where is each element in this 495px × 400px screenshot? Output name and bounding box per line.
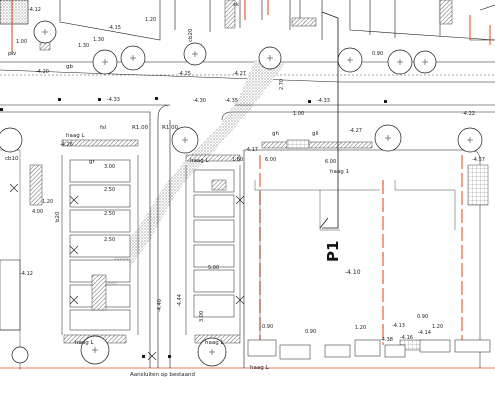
dimension: 1.20 (145, 17, 157, 23)
dimension: 3.00 (104, 164, 116, 170)
radius-label: R1.00 (162, 125, 179, 131)
dimension: 1.00 (293, 111, 305, 117)
level-markers (0, 97, 387, 358)
lamp-markers (9, 183, 245, 361)
dimension: 4.00 (32, 209, 44, 215)
level: -4.14 (418, 330, 431, 336)
level: -4.20 (36, 69, 49, 75)
dimension: 2.50 (104, 237, 116, 243)
level: -4.15 (108, 25, 121, 31)
dimension: 2.50 (104, 187, 116, 193)
level: -4.27 (233, 71, 246, 77)
dimension: 1.30 (93, 37, 105, 43)
dimension: 3.00 (199, 310, 205, 322)
level: -4.16 (400, 335, 413, 341)
plant-tag-gli: gli (312, 131, 319, 137)
level: -4.33 (107, 97, 120, 103)
plant-tag-gr: gr (89, 159, 95, 165)
dimension: 1.30 (78, 43, 90, 49)
dimension: 0.90 (372, 51, 384, 57)
bottom-details (0, 259, 491, 360)
dimension: 2.70 (279, 78, 285, 90)
dimension: 1.00 (16, 39, 28, 45)
dimension: 0.90 (262, 324, 274, 330)
level: -4.26 (60, 142, 73, 148)
top-hedges (39, 0, 453, 51)
dimension: 0.90 (305, 329, 317, 335)
trees (0, 20, 483, 367)
level: -4.12 (20, 271, 33, 277)
level: -4.33 (317, 98, 330, 104)
plant-tag-gb: gb (66, 64, 73, 70)
level: -4.27 (349, 128, 362, 134)
level: -4.37 (472, 157, 485, 163)
parking-bays-mid (193, 169, 235, 318)
dimension: 1.20 (42, 199, 54, 205)
level: -4.22 (462, 111, 475, 117)
level: -4.17 (245, 147, 258, 153)
p1-marker (319, 11, 339, 229)
dimension: 0.90 (417, 314, 429, 320)
plant-tag-plv: plv (8, 51, 17, 57)
radius-label: R1.00 (132, 125, 149, 131)
level: -4.38 (380, 337, 393, 343)
hedge-label: haag 1 (330, 169, 349, 175)
hedge-label: haag L (190, 158, 209, 164)
dimension: 6.00 (325, 159, 337, 165)
level: -4.44 (177, 294, 183, 307)
plant-tag-gh: gh (272, 131, 279, 137)
hedge-label: haag L (66, 133, 85, 139)
tree-centers (42, 29, 473, 355)
plant-tag-cb10: cb10 (5, 156, 19, 162)
zone-label: P1 (324, 240, 342, 262)
level: -4.12 (28, 7, 41, 13)
hedge-label: haag L (75, 340, 94, 346)
dimension: 1.20 (432, 324, 444, 330)
dimension: 6.00 (265, 157, 277, 163)
dimension: 5.00 (208, 265, 220, 271)
dimension: 2.50 (104, 211, 116, 217)
gravel-path (85, 60, 285, 310)
hedge-label: haag L (205, 340, 224, 346)
level: -4.25 (178, 71, 191, 77)
plant-tag-sk: sk (233, 2, 240, 8)
level: -4.13 (392, 323, 405, 329)
level: -4.40 (157, 299, 163, 312)
plant-tag-b20: b20 (55, 211, 61, 223)
level: -4.35 (225, 98, 238, 104)
footnote: Aansluiten op bestaand (130, 372, 196, 378)
dimension: 1.60 (232, 157, 244, 163)
hedge-label: haag L (250, 365, 269, 371)
dimension: 1.20 (355, 325, 367, 331)
level: -4.30 (193, 98, 206, 104)
plant-tag-fsl: fsl (100, 125, 107, 131)
spot-level: -4.10 (345, 269, 361, 276)
parking-bays-left (69, 159, 131, 331)
plant-tag-cb20: cb20 (188, 28, 194, 42)
